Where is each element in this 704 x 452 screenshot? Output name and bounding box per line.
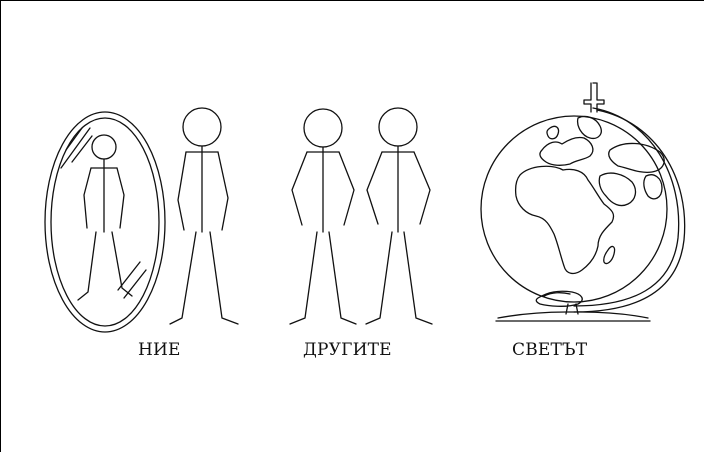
label-we: НИЕ: [138, 340, 181, 360]
globe-icon: [481, 83, 685, 321]
mirror-icon: [45, 112, 165, 332]
label-others: ДРУГИТЕ: [303, 340, 392, 360]
stick-figure: [366, 108, 432, 324]
stick-figure: [290, 109, 356, 324]
stick-figure-reflection: [78, 135, 132, 300]
stick-figure: [170, 108, 238, 324]
label-world: СВЕТЪТ: [512, 340, 587, 360]
